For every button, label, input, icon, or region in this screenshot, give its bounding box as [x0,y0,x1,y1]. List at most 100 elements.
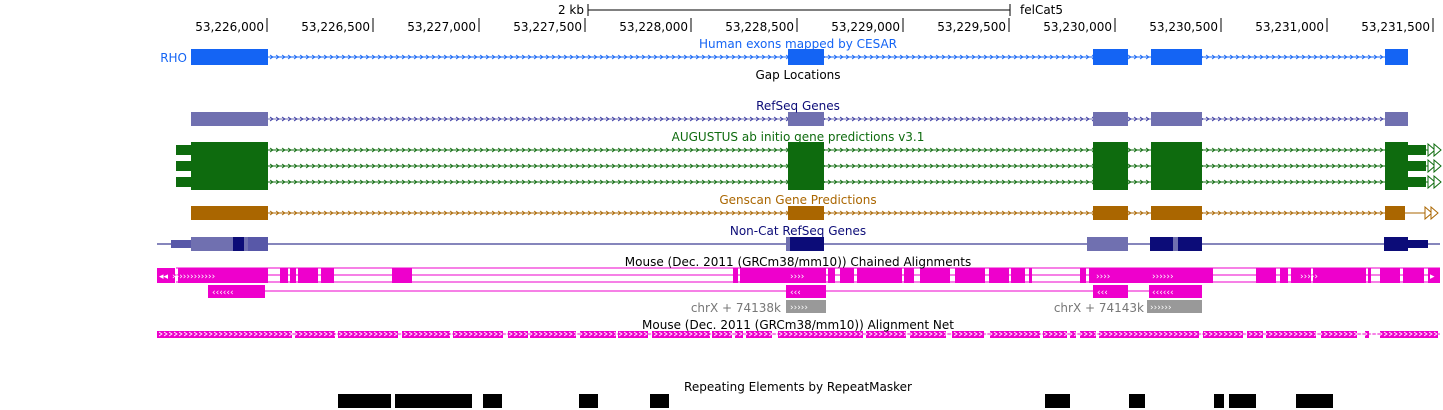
strand-arrow[interactable] [1067,210,1072,216]
strand-arrow[interactable] [875,116,880,122]
strand-arrow[interactable] [503,54,508,60]
strand-arrow[interactable] [978,331,983,337]
strand-arrow[interactable] [333,331,338,337]
strand-arrow[interactable] [839,116,844,122]
strand-arrow[interactable] [1205,116,1210,122]
strand-arrow[interactable] [1043,147,1048,153]
strand-arrow[interactable] [485,54,490,60]
strand-arrow[interactable] [963,331,968,337]
net-block[interactable] [746,331,772,338]
strand-arrow[interactable] [377,210,382,216]
strand-arrow[interactable] [1319,54,1324,60]
strand-arrow[interactable] [1288,331,1293,337]
strand-arrow[interactable] [1253,116,1258,122]
strand-arrow[interactable] [563,147,568,153]
noncat-exon[interactable] [233,237,244,251]
strand-arrow[interactable] [693,331,698,337]
strand-arrow[interactable] [929,54,934,60]
strand-arrow[interactable] [1259,147,1264,153]
strand-arrow[interactable] [1265,210,1270,216]
strand-arrow[interactable] [611,116,616,122]
strand-arrow[interactable] [479,210,484,216]
strand-arrow[interactable] [875,147,880,153]
strand-arrow[interactable] [948,331,953,337]
strand-arrow[interactable] [509,54,514,60]
strand-arrow[interactable] [317,147,322,153]
strand-arrow[interactable] [677,163,682,169]
strand-arrow[interactable] [438,331,443,337]
strand-arrow[interactable] [329,163,334,169]
strand-arrow[interactable] [695,210,700,216]
strand-arrow[interactable] [749,210,754,216]
strand-arrow[interactable] [989,210,994,216]
strand-arrow[interactable] [953,147,958,153]
strand-arrow[interactable] [335,54,340,60]
strand-arrow[interactable] [1307,179,1312,185]
strand-arrow[interactable] [833,54,838,60]
strand-arrow[interactable] [1355,116,1360,122]
strand-arrow[interactable] [1019,210,1024,216]
strand-arrow[interactable] [419,116,424,122]
strand-arrow[interactable] [1379,147,1384,153]
strand-arrow[interactable] [1337,163,1342,169]
strand-arrow[interactable] [683,163,688,169]
strand-arrow[interactable] [363,331,368,337]
strand-arrow[interactable] [1331,147,1336,153]
strand-arrow[interactable] [839,147,844,153]
strand-arrow[interactable] [923,163,928,169]
strand-arrow[interactable] [503,147,508,153]
chain-start-glyph[interactable]: ◂◂ [159,272,169,282]
strand-arrow[interactable] [635,179,640,185]
strand-arrow[interactable] [1218,331,1223,337]
strand-arrow[interactable] [455,179,460,185]
strand-arrow[interactable] [917,179,922,185]
strand-arrow[interactable] [1007,163,1012,169]
strand-arrow[interactable] [737,210,742,216]
strand-arrow[interactable] [845,179,850,185]
strand-arrow[interactable] [335,210,340,216]
strand-arrow[interactable] [269,147,274,153]
strand-arrow[interactable] [773,179,778,185]
chain-strand-glyph[interactable]: ‹‹‹ [1097,288,1108,298]
strand-arrow[interactable] [1013,210,1018,216]
strand-arrow[interactable] [575,163,580,169]
strand-arrow[interactable] [701,163,706,169]
strand-arrow[interactable] [1343,116,1348,122]
strand-arrow[interactable] [1205,54,1210,60]
strand-arrow[interactable] [1277,210,1282,216]
net-block[interactable] [778,331,863,338]
strand-arrow[interactable] [1049,179,1054,185]
strand-arrow[interactable] [493,331,498,337]
strand-arrow[interactable] [419,163,424,169]
strand-arrow[interactable] [1007,147,1012,153]
strand-arrow[interactable] [887,116,892,122]
strand-arrow[interactable] [851,54,856,60]
strand-arrow[interactable] [288,331,293,337]
strand-arrow[interactable] [203,331,208,337]
strand-arrow[interactable] [228,331,233,337]
strand-arrow[interactable] [389,54,394,60]
strand-arrow[interactable] [875,179,880,185]
strand-arrow[interactable] [491,54,496,60]
strand-arrow[interactable] [603,331,608,337]
strand-arrow[interactable] [1337,179,1342,185]
strand-arrow[interactable] [329,116,334,122]
strand-arrow[interactable] [599,147,604,153]
strand-arrow[interactable] [508,331,513,337]
strand-arrow[interactable] [1331,179,1336,185]
chain-block[interactable] [920,268,950,283]
strand-arrow[interactable] [548,331,553,337]
chain-block[interactable] [280,268,288,283]
strand-arrow[interactable] [838,331,843,337]
strand-arrow[interactable] [299,54,304,60]
strand-arrow[interactable] [527,163,532,169]
strand-arrow[interactable] [1307,147,1312,153]
strand-arrow[interactable] [1229,116,1234,122]
strand-arrow[interactable] [458,331,463,337]
strand-arrow[interactable] [638,331,643,337]
strand-arrow[interactable] [1031,179,1036,185]
strand-arrow[interactable] [323,331,328,337]
net-block[interactable] [1380,331,1438,338]
strand-arrow[interactable] [1229,179,1234,185]
strand-arrow[interactable] [779,147,784,153]
